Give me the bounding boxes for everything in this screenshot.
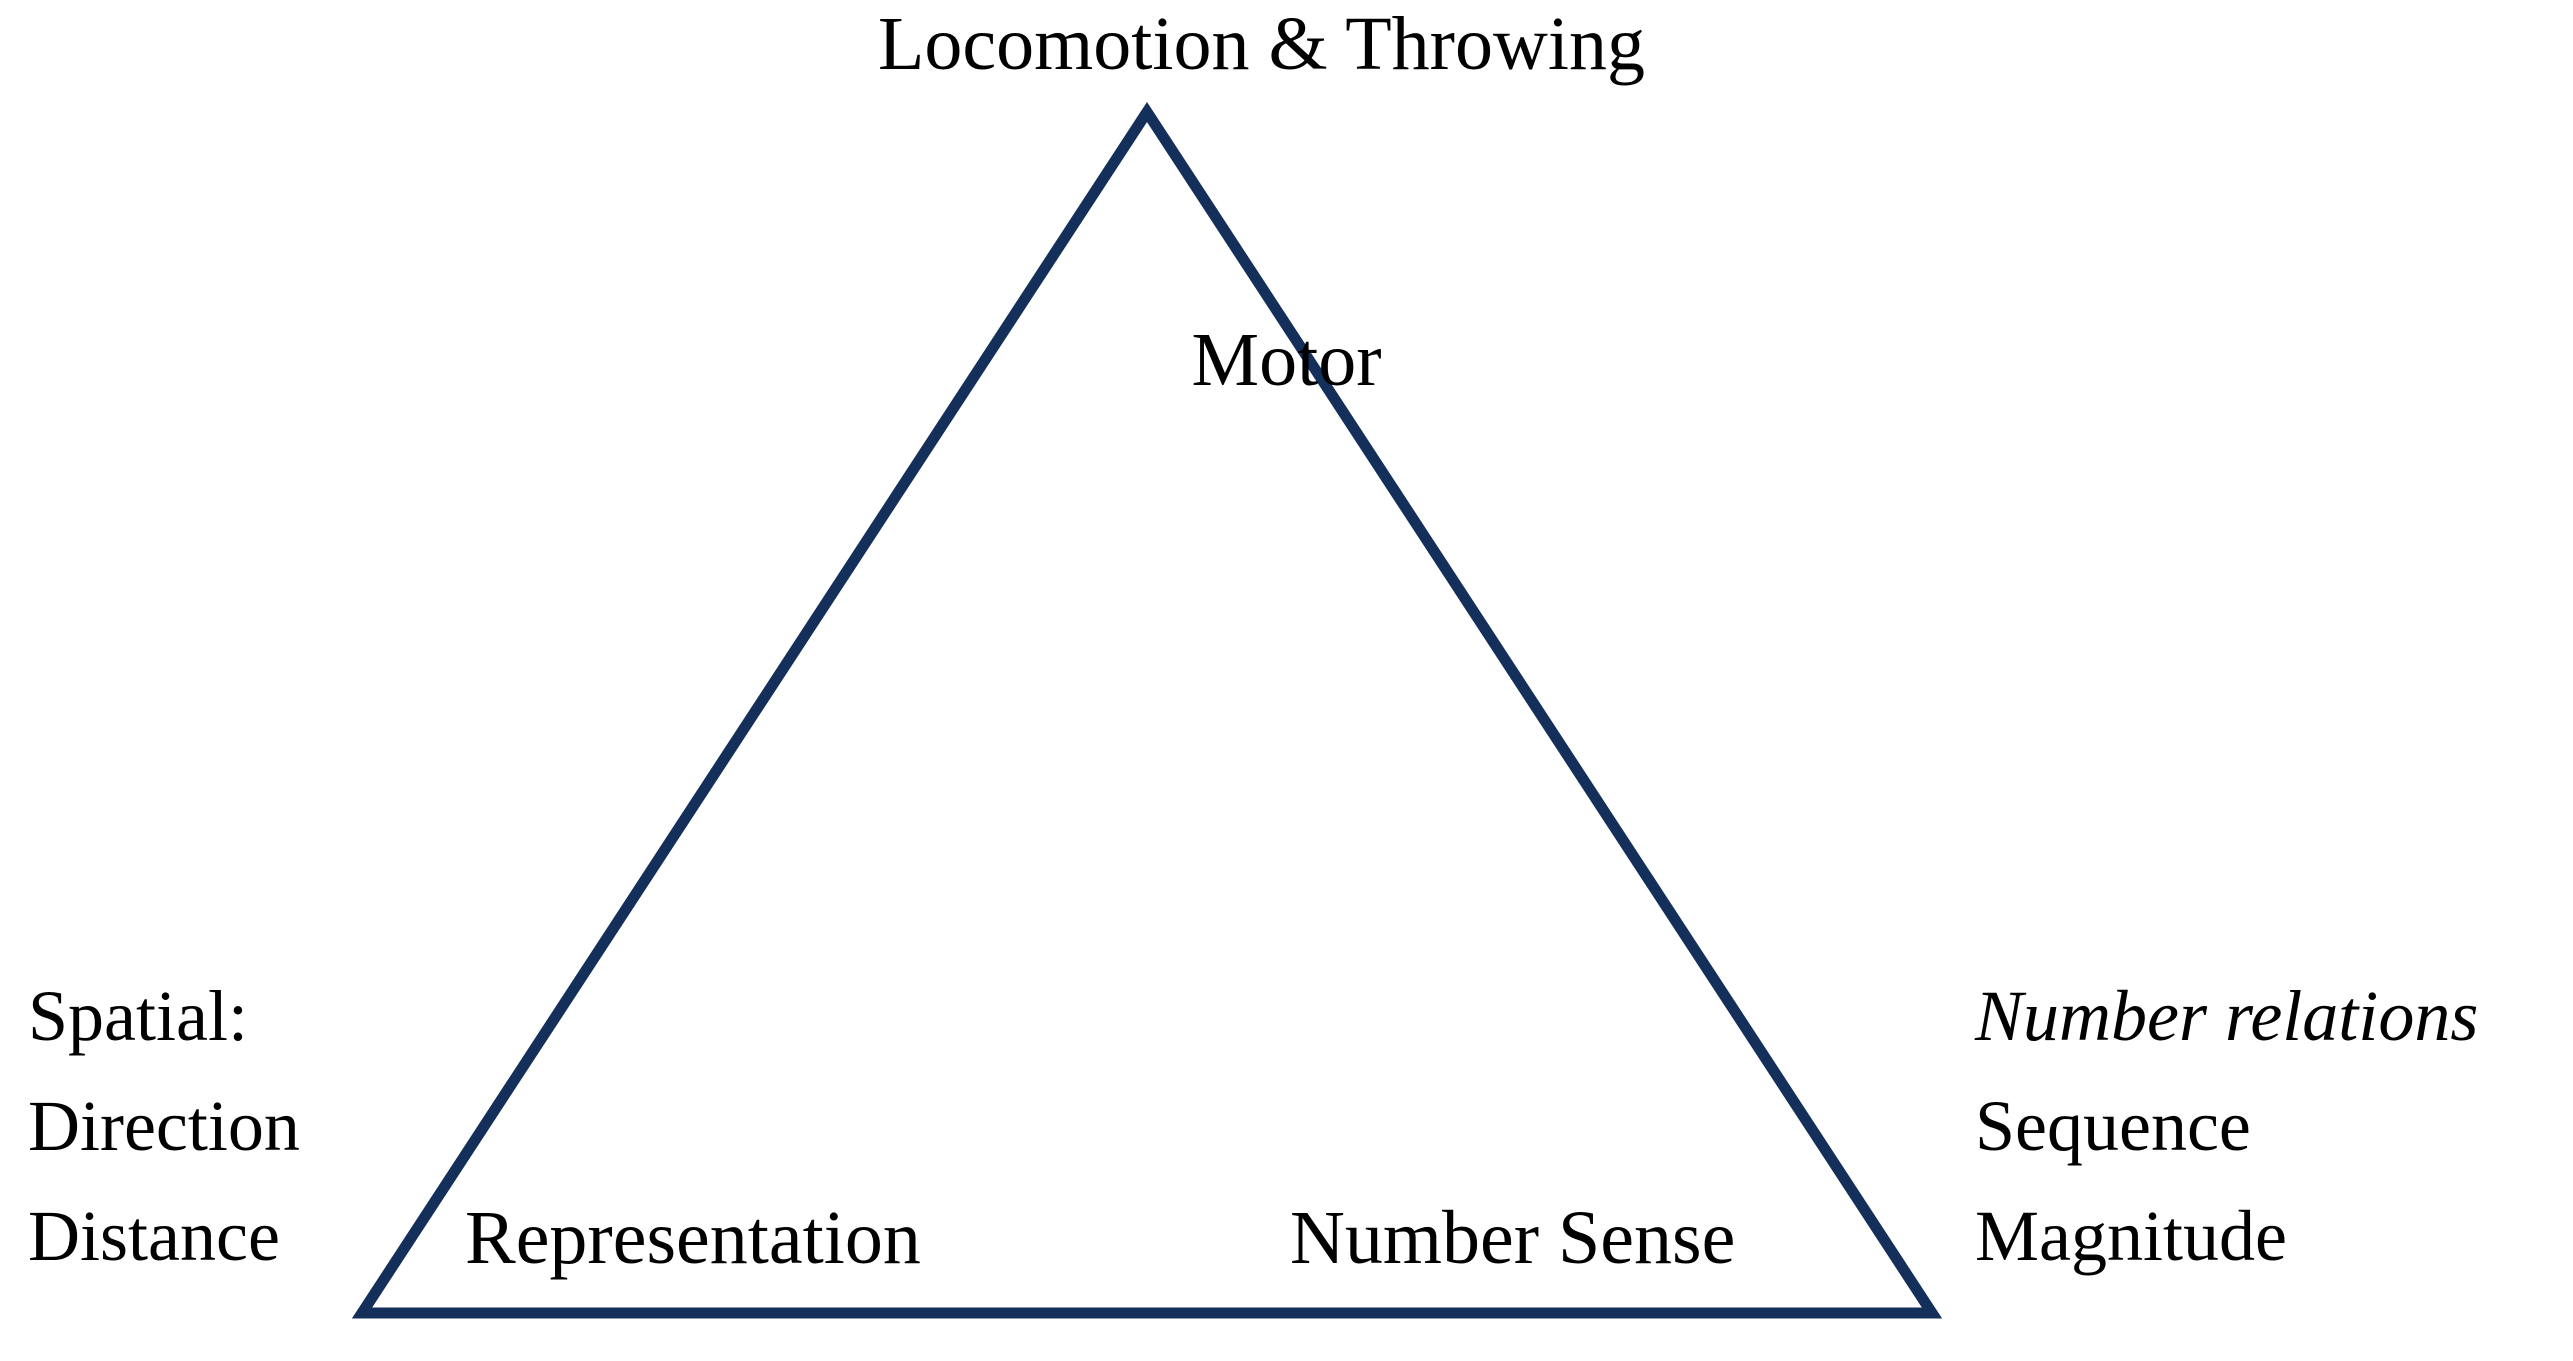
left-annotation-spatial: Spatial: — [28, 976, 248, 1056]
left-annotation-distance: Distance — [28, 1196, 280, 1276]
left-annotation-direction: Direction — [28, 1086, 300, 1166]
vertex-label-representation: Representation — [465, 1196, 921, 1280]
right-annotation-magnitude: Magnitude — [1975, 1196, 2287, 1276]
center-label-motor: Motor — [1191, 318, 1382, 402]
vertex-label-number-sense: Number Sense — [1290, 1196, 1736, 1280]
right-annotation-group: Number relations Sequence Magnitude — [1975, 980, 2565, 1272]
triangle-shape — [351, 101, 1943, 1319]
right-annotation-sequence: Sequence — [1975, 1086, 2251, 1166]
apex-label-locomotion-throwing: Locomotion & Throwing — [878, 2, 1645, 86]
right-annotation-number-relations: Number relations — [1975, 976, 2479, 1056]
left-annotation-group: Spatial: Direction Distance — [28, 980, 448, 1272]
